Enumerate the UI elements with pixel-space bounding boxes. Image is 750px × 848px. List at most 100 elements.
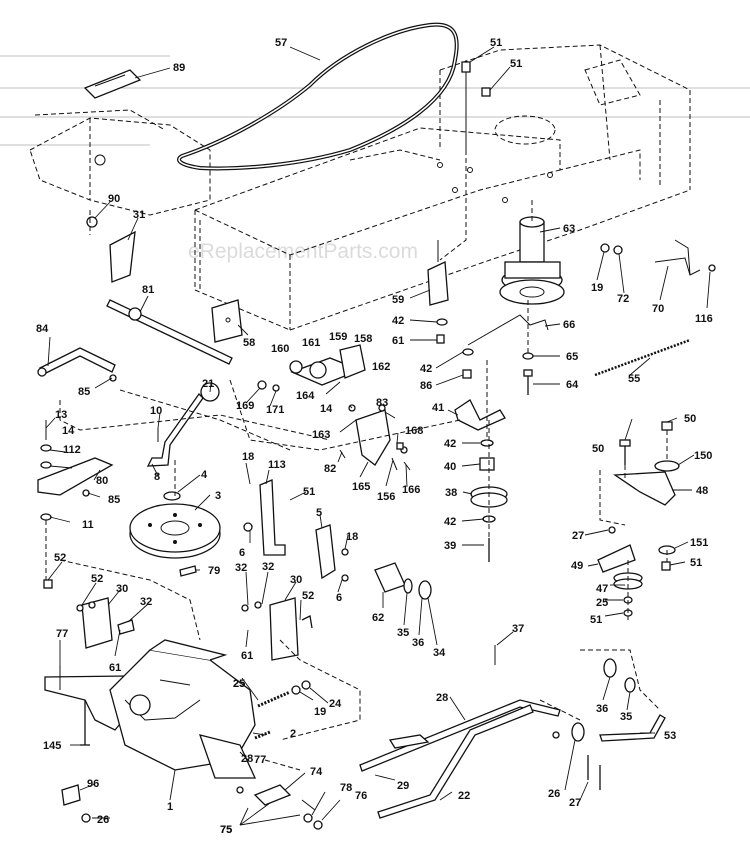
pulley-63 bbox=[499, 216, 565, 305]
callout-6: 6 bbox=[336, 592, 342, 604]
callout-35: 35 bbox=[397, 627, 409, 639]
callout-51: 51 bbox=[490, 37, 502, 49]
callout-79: 79 bbox=[208, 565, 220, 577]
callout-171: 171 bbox=[266, 404, 284, 416]
callout-72: 72 bbox=[617, 293, 629, 305]
callout-52: 52 bbox=[302, 590, 314, 602]
callout-52: 52 bbox=[54, 552, 66, 564]
callout-61: 61 bbox=[109, 662, 121, 674]
callout-50: 50 bbox=[592, 443, 604, 455]
callout-14: 14 bbox=[320, 403, 333, 415]
callout-64: 64 bbox=[566, 379, 579, 391]
callout-160: 160 bbox=[271, 343, 289, 355]
callout-27: 27 bbox=[569, 797, 581, 809]
rod-53 bbox=[599, 658, 666, 742]
callout-19: 19 bbox=[591, 282, 603, 294]
bracket-70 bbox=[600, 239, 716, 276]
callout-89: 89 bbox=[173, 62, 185, 74]
callout-30: 30 bbox=[116, 583, 128, 595]
callout-18: 18 bbox=[346, 531, 358, 543]
callout-145: 145 bbox=[43, 740, 61, 752]
dash-panel bbox=[29, 109, 211, 216]
callout-75: 75 bbox=[220, 824, 232, 836]
callout-70: 70 bbox=[652, 303, 664, 315]
callout-156: 156 bbox=[377, 491, 395, 503]
callout-163: 163 bbox=[312, 429, 330, 441]
callout-48: 48 bbox=[696, 485, 708, 497]
callout-38: 38 bbox=[445, 487, 457, 499]
callout-30: 30 bbox=[290, 574, 302, 586]
pins-75 bbox=[236, 784, 323, 830]
callout-41: 41 bbox=[432, 402, 444, 414]
callout-63: 63 bbox=[563, 223, 575, 235]
callout-25: 25 bbox=[233, 678, 245, 690]
callout-51: 51 bbox=[303, 486, 315, 498]
callout-74: 74 bbox=[310, 766, 323, 778]
decal-89 bbox=[83, 69, 142, 99]
callout-50: 50 bbox=[684, 413, 696, 425]
bolts-26-27 bbox=[552, 722, 601, 790]
callout-55: 55 bbox=[628, 373, 640, 385]
callout-78: 78 bbox=[340, 782, 352, 794]
callout-52: 52 bbox=[91, 573, 103, 585]
callout-53: 53 bbox=[664, 730, 676, 742]
callout-19: 19 bbox=[314, 706, 326, 718]
bracket-48 bbox=[608, 421, 680, 534]
callout-76: 76 bbox=[355, 790, 367, 802]
callout-164: 164 bbox=[296, 390, 315, 402]
callout-26: 26 bbox=[97, 814, 109, 826]
callout-169: 169 bbox=[236, 400, 254, 412]
callout-57: 57 bbox=[275, 37, 287, 49]
callout-32: 32 bbox=[262, 561, 274, 573]
linkage-assembly-160 bbox=[257, 344, 366, 392]
callout-161: 161 bbox=[302, 337, 320, 349]
callout-151: 151 bbox=[690, 537, 708, 549]
rod-28 bbox=[359, 699, 561, 772]
callout-18: 18 bbox=[242, 451, 254, 463]
callout-37: 37 bbox=[512, 623, 524, 635]
bracket-5 bbox=[315, 524, 349, 582]
callout-86: 86 bbox=[420, 380, 432, 392]
callout-162: 162 bbox=[372, 361, 390, 373]
callout-96: 96 bbox=[87, 778, 99, 790]
idler-arm-41 bbox=[454, 399, 506, 431]
leader-lines bbox=[45, 46, 711, 826]
callout-6: 6 bbox=[239, 547, 245, 559]
callout-61: 61 bbox=[241, 650, 253, 662]
callout-80: 80 bbox=[96, 475, 108, 487]
rod-66 bbox=[462, 314, 549, 379]
callout-168: 168 bbox=[405, 425, 423, 437]
callout-113: 113 bbox=[268, 459, 286, 471]
callout-31: 31 bbox=[133, 209, 145, 221]
axle-62 bbox=[374, 562, 432, 600]
callout-25: 25 bbox=[596, 597, 608, 609]
bolts-166 bbox=[391, 442, 411, 471]
callout-22: 22 bbox=[458, 790, 470, 802]
callout-81: 81 bbox=[142, 284, 154, 296]
callout-85: 85 bbox=[78, 386, 90, 398]
callout-32: 32 bbox=[140, 596, 152, 608]
callout-5: 5 bbox=[316, 507, 322, 519]
callout-42: 42 bbox=[420, 363, 432, 375]
callout-28: 28 bbox=[436, 692, 448, 704]
callout-150: 150 bbox=[694, 450, 712, 462]
callout-32: 32 bbox=[235, 562, 247, 574]
callout-58: 58 bbox=[243, 337, 255, 349]
callout-39: 39 bbox=[444, 540, 456, 552]
callout-83: 83 bbox=[376, 397, 388, 409]
callout-34: 34 bbox=[433, 647, 446, 659]
callout-10: 10 bbox=[150, 405, 162, 417]
plate-58 bbox=[211, 299, 243, 343]
rod-22 bbox=[377, 704, 534, 819]
callout-51: 51 bbox=[690, 557, 702, 569]
spring-55 bbox=[594, 338, 691, 377]
rod-81 bbox=[106, 299, 233, 365]
callout-35: 35 bbox=[620, 711, 632, 723]
callout-112: 112 bbox=[63, 444, 81, 456]
transaxle-1 bbox=[44, 639, 257, 779]
pulley-3 bbox=[129, 491, 221, 559]
pins-96 bbox=[61, 784, 91, 823]
bracket-30-right bbox=[241, 597, 313, 661]
callout-84: 84 bbox=[36, 323, 49, 335]
